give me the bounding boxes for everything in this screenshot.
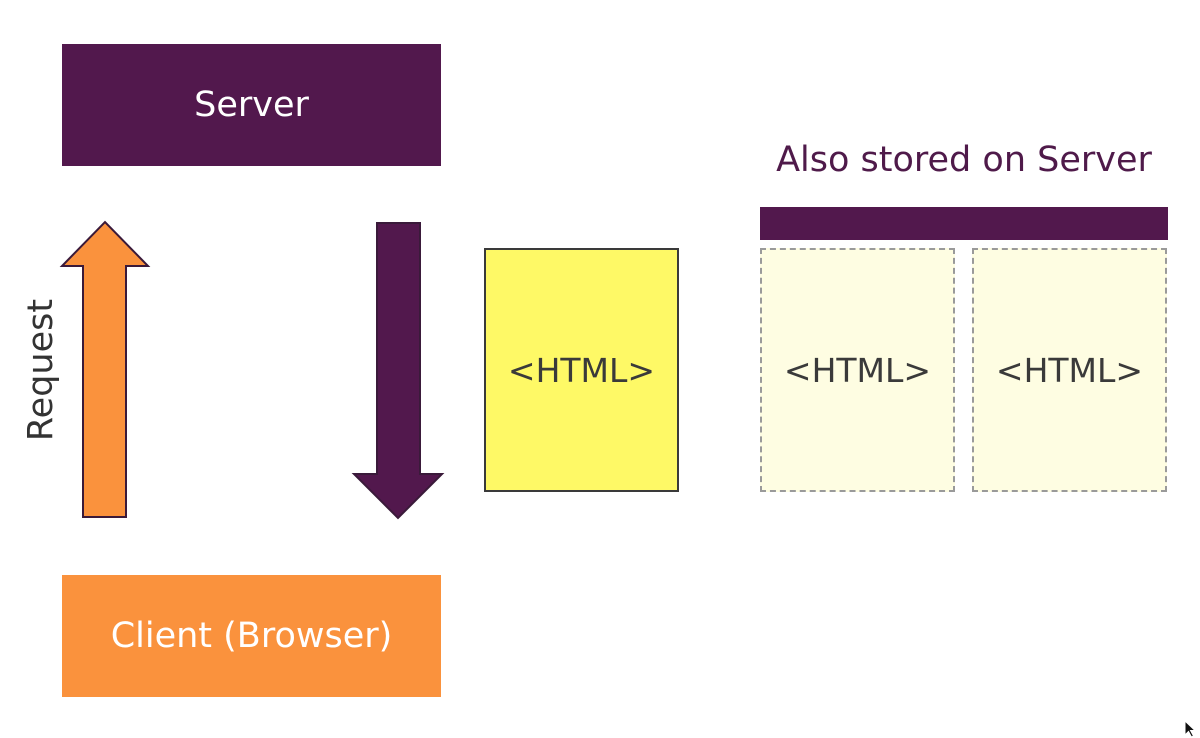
client-box: Client (Browser): [62, 575, 441, 697]
stored-html-label: <HTML>: [783, 350, 932, 390]
stored-html-page: <HTML>: [972, 248, 1167, 492]
mouse-cursor-icon: [1184, 720, 1197, 738]
response-arrow-down: [351, 222, 445, 520]
html-page-label: <HTML>: [507, 350, 656, 390]
request-label: Request: [21, 298, 61, 442]
server-box: Server: [62, 44, 441, 166]
stored-html-page: <HTML>: [760, 248, 955, 492]
stored-html-label: <HTML>: [995, 350, 1144, 390]
request-arrow-up: [59, 220, 151, 518]
server-storage-bar: [760, 207, 1168, 240]
client-label: Client (Browser): [110, 616, 393, 656]
stored-title: Also stored on Server: [776, 140, 1152, 180]
server-label: Server: [194, 85, 309, 125]
html-page-yellow: <HTML>: [484, 248, 679, 492]
